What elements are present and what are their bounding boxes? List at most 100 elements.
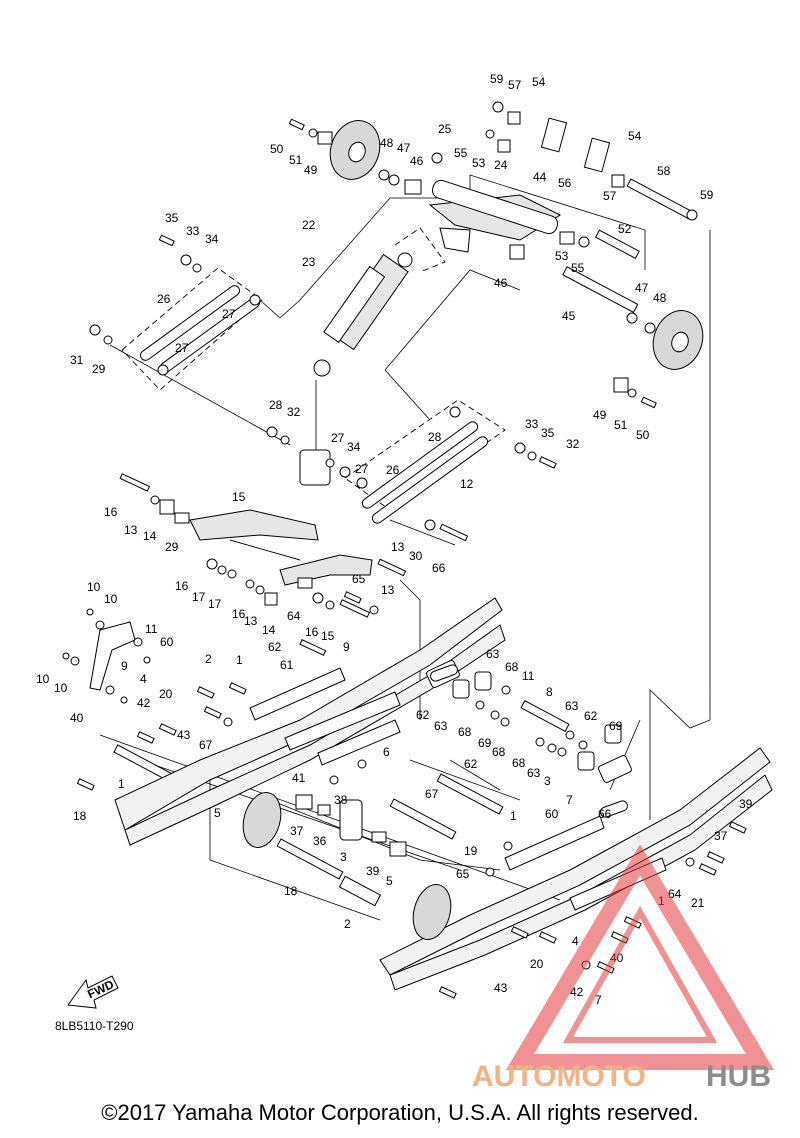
- callout-1: 1: [118, 777, 125, 791]
- callout-1: 1: [236, 653, 243, 667]
- fwd-arrow-icon: FWD: [67, 975, 119, 1009]
- callout-35: 35: [165, 211, 179, 225]
- callout-66: 66: [598, 807, 612, 821]
- callout-1: 1: [510, 809, 517, 823]
- callout-8: 8: [546, 685, 553, 699]
- callout-68: 68: [458, 725, 472, 739]
- callout-5: 5: [214, 806, 221, 820]
- callout-4: 4: [140, 672, 147, 686]
- callout-34: 34: [347, 440, 361, 454]
- callout-50: 50: [270, 142, 284, 156]
- callout-28: 28: [428, 430, 442, 444]
- callout-58: 58: [657, 164, 671, 178]
- callout-59: 59: [490, 72, 504, 86]
- slide-rail-left: [114, 597, 506, 846]
- callout-33: 33: [186, 224, 200, 238]
- callout-32: 32: [566, 437, 580, 451]
- callout-7: 7: [566, 793, 573, 807]
- callout-44: 44: [533, 170, 547, 184]
- callout-63: 63: [486, 647, 500, 661]
- rear-arm-12: [189, 509, 373, 586]
- callout-53: 53: [472, 156, 486, 170]
- callout-55: 55: [454, 146, 468, 160]
- callout-55: 55: [571, 261, 585, 275]
- callout-64: 64: [287, 609, 301, 623]
- callout-13: 13: [124, 523, 138, 537]
- callout-56: 56: [558, 176, 572, 190]
- idler-wheel-upper-left: [329, 120, 381, 180]
- callout-47: 47: [635, 281, 649, 295]
- callout-27: 27: [175, 341, 189, 355]
- callout-5: 5: [386, 874, 393, 888]
- callout-37: 37: [714, 829, 728, 843]
- callout-3: 3: [544, 774, 551, 788]
- callout-52: 52: [618, 222, 632, 236]
- callout-46: 46: [410, 154, 424, 168]
- diagram-code: 8LB5110-T290: [55, 1019, 134, 1033]
- callout-65: 65: [352, 572, 366, 586]
- idler-wheel-lower-left: [242, 792, 282, 848]
- shock-absorber: [299, 252, 413, 486]
- watermark-logo: [505, 844, 775, 1070]
- callout-40: 40: [70, 711, 84, 725]
- callout-45: 45: [562, 309, 576, 323]
- callout-29: 29: [165, 540, 179, 554]
- callout-31: 31: [70, 353, 84, 367]
- callout-48: 48: [653, 291, 667, 305]
- callout-63: 63: [434, 719, 448, 733]
- callout-42: 42: [570, 985, 584, 999]
- callout-39: 39: [366, 864, 380, 878]
- idler-wheel-lower-right: [412, 884, 452, 940]
- callout-27: 27: [331, 431, 345, 445]
- callout-16: 16: [104, 505, 118, 519]
- callout-46: 46: [494, 276, 508, 290]
- callout-6: 6: [383, 745, 390, 759]
- callout-29: 29: [92, 362, 106, 376]
- callout-25: 25: [438, 122, 452, 136]
- front-arm-44: [428, 179, 562, 253]
- callout-41: 41: [292, 771, 306, 785]
- callout-68: 68: [492, 745, 506, 759]
- callout-63: 63: [527, 766, 541, 780]
- reference-lines: [99, 174, 711, 921]
- slide-rail-right: [379, 747, 773, 991]
- callout-68: 68: [512, 756, 526, 770]
- callout-13: 13: [381, 583, 395, 597]
- callout-49: 49: [593, 408, 607, 422]
- callout-60: 60: [160, 635, 174, 649]
- callout-23: 23: [302, 255, 316, 269]
- callout-3: 3: [340, 850, 347, 864]
- callout-9: 9: [121, 659, 128, 673]
- callout-16: 16: [232, 607, 246, 621]
- callout-33: 33: [525, 417, 539, 431]
- callout-63: 63: [565, 699, 579, 713]
- callout-62: 62: [584, 709, 598, 723]
- callout-62: 62: [416, 708, 430, 722]
- callout-20: 20: [159, 687, 173, 701]
- callout-48: 48: [380, 136, 394, 150]
- callout-54: 54: [628, 129, 642, 143]
- callout-53: 53: [555, 249, 569, 263]
- callout-21: 21: [691, 896, 705, 910]
- shafts: [113, 178, 694, 907]
- callout-43: 43: [177, 728, 191, 742]
- callout-51: 51: [614, 418, 628, 432]
- callout-13: 13: [391, 540, 405, 554]
- callout-11: 11: [145, 622, 158, 636]
- callout-66: 66: [432, 561, 446, 575]
- callout-10: 10: [36, 672, 50, 686]
- callout-27: 27: [222, 307, 236, 321]
- callout-17: 17: [208, 597, 222, 611]
- callout-49: 49: [304, 163, 318, 177]
- callout-67: 67: [199, 738, 213, 752]
- callout-27: 27: [355, 462, 369, 476]
- suspension-parts-diagram: 5957545051494847462555532454575658594453…: [36, 72, 775, 1093]
- callout-14: 14: [143, 529, 157, 543]
- callout-30: 30: [409, 549, 423, 563]
- watermark-text-a: AUTOMOTO: [472, 1060, 646, 1093]
- callout-26: 26: [157, 292, 171, 306]
- callout-60: 60: [545, 807, 559, 821]
- callout-18: 18: [284, 884, 298, 898]
- idler-wheel-upper-right: [652, 310, 704, 370]
